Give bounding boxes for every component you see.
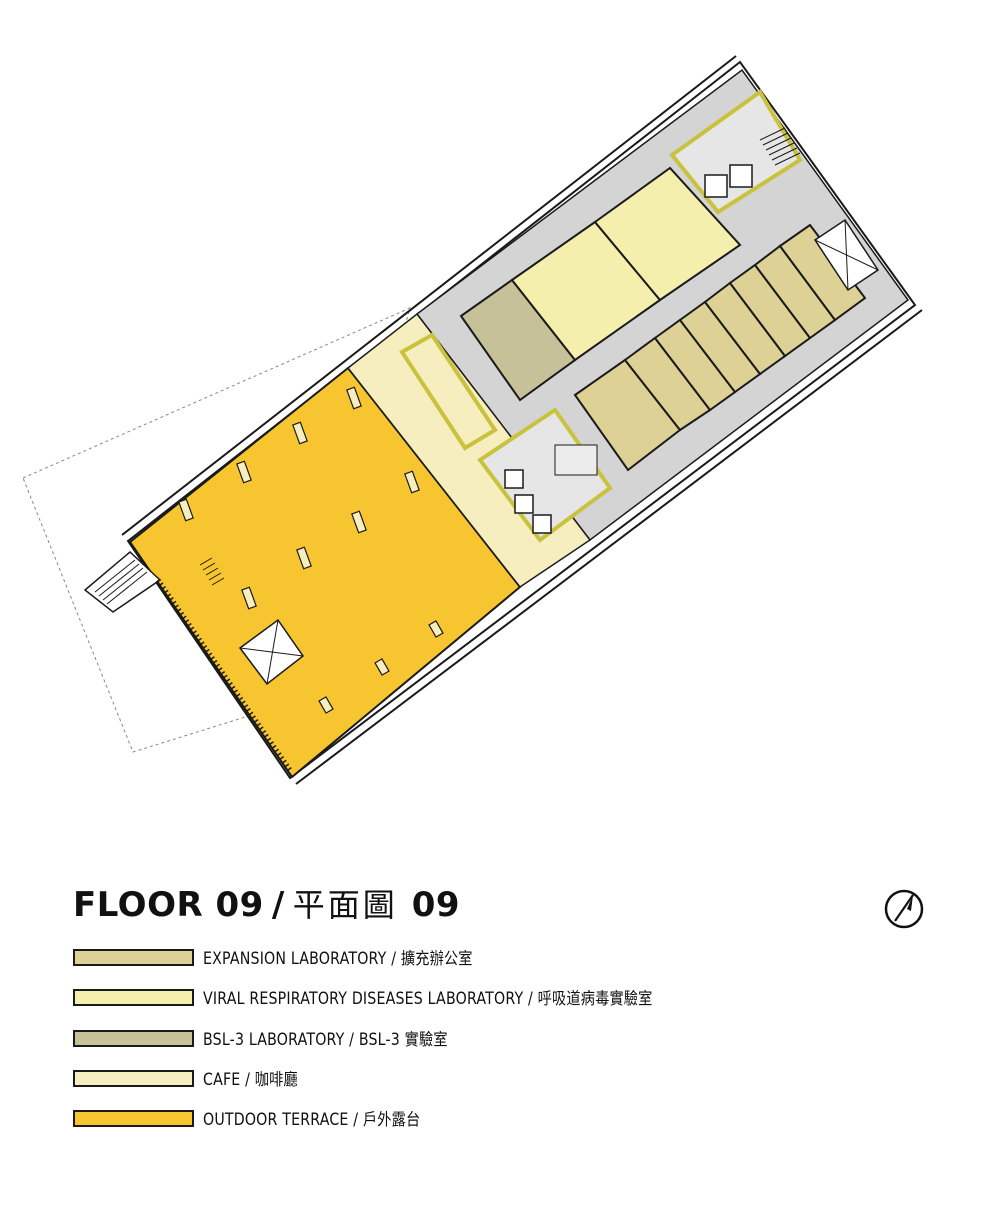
- legend-item-expansion-lab: EXPANSION LABORATORY / 擴充辦公室: [73, 945, 517, 969]
- ne-core: [669, 89, 803, 215]
- legend-label: OUTDOOR TERRACE / 戶外露台: [203, 1110, 421, 1129]
- floor-title: FLOOR 09 / 平面圖 09: [73, 880, 460, 930]
- legend-label: EXPANSION LABORATORY / 擴充辦公室: [203, 949, 473, 968]
- south-lab-row: [573, 223, 867, 472]
- legend-swatch: [73, 1069, 194, 1087]
- facade-line-bottom: [295, 309, 923, 785]
- terrace-benches: [178, 386, 444, 714]
- floor-title-prefix: FLOOR 09: [73, 885, 264, 925]
- legend-label: CAFE / 咖啡廳: [203, 1070, 298, 1089]
- legend-swatch: [73, 948, 194, 966]
- floor-title-number: 09: [411, 885, 461, 925]
- viral-lab-2: [593, 166, 742, 302]
- expansion-lab-8: [778, 223, 867, 322]
- legend-swatch: [73, 988, 194, 1006]
- external-stair: [83, 550, 162, 613]
- legend-swatch: [73, 1109, 194, 1127]
- legend-item-outdoor-terrace: OUTDOOR TERRACE / 戶外露台: [73, 1106, 456, 1130]
- ne-stair-icon: [759, 127, 801, 166]
- central-core: [477, 407, 613, 543]
- floor-plan: [22, 55, 923, 785]
- legend-label: BSL-3 LABORATORY / BSL-3 實驗室: [203, 1030, 448, 1049]
- legend-item-bsl3-lab: BSL-3 LABORATORY / BSL-3 實驗室: [73, 1026, 488, 1050]
- facade-line-top: [121, 55, 737, 536]
- floor-title-cjk: 平面圖: [292, 886, 398, 924]
- north-arrow-icon: [884, 889, 924, 929]
- cafe-counter: [399, 332, 498, 451]
- shaft: [813, 218, 880, 292]
- legend-item-viral-lab: VIRAL RESPIRATORY DISEASES LABORATORY / …: [73, 985, 726, 1009]
- north-lab-row: [459, 166, 742, 402]
- floor-title-separator: /: [271, 885, 285, 925]
- legend-swatch: [73, 1029, 194, 1047]
- skylight: [238, 618, 305, 686]
- terrace-stair-icon: [199, 557, 225, 586]
- legend-item-cafe: CAFE / 咖啡廳: [73, 1066, 313, 1090]
- legend-label: VIRAL RESPIRATORY DISEASES LABORATORY / …: [203, 989, 653, 1008]
